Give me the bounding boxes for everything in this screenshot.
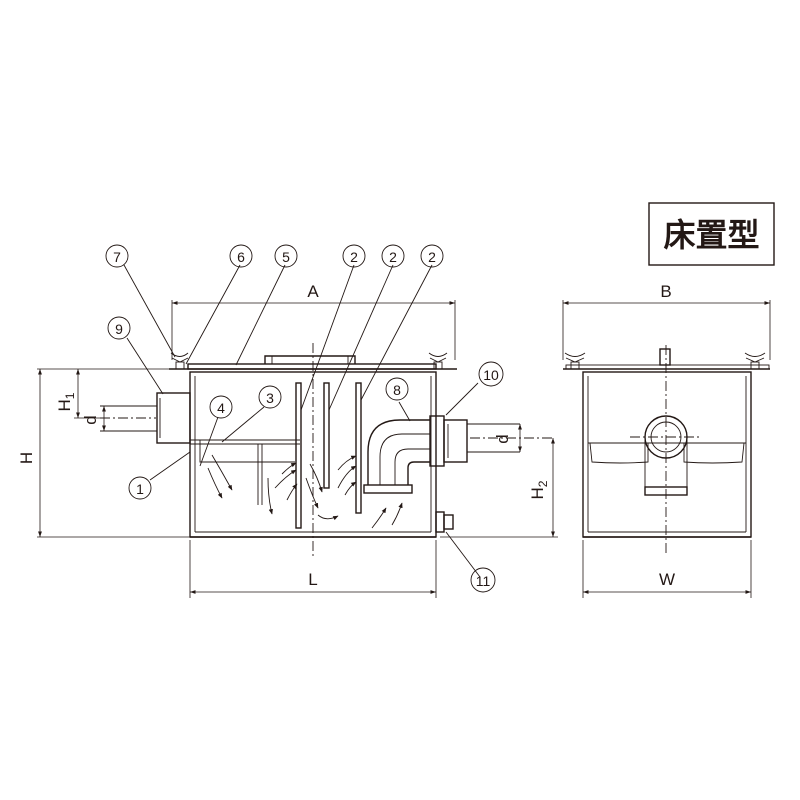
outlet-elbow [363, 415, 520, 494]
callout-2-a: 2 [342, 244, 366, 268]
callout-10: 10 [478, 361, 504, 387]
svg-text:8: 8 [393, 382, 401, 398]
svg-text:11: 11 [476, 573, 491, 589]
dim-d-left-label: d [81, 415, 100, 424]
side-view: A H H1 d d H2 L [17, 264, 558, 598]
end-view: B W [562, 282, 771, 598]
callout-2-c: 2 [420, 244, 444, 268]
callout-6: 6 [229, 244, 253, 268]
dim-H-label: H [17, 452, 36, 464]
partition-2 [323, 382, 330, 489]
callout-3: 3 [258, 385, 282, 409]
svg-text:10: 10 [483, 367, 499, 383]
callout-9: 9 [107, 316, 131, 340]
title-label: 床置型 [663, 217, 759, 253]
dim-H2-label: H2 [528, 480, 550, 499]
svg-text:7: 7 [113, 249, 121, 265]
svg-text:5: 5 [282, 249, 290, 265]
callout-4: 4 [209, 395, 233, 419]
leader-lines [123, 264, 481, 578]
callout-2-b: 2 [381, 244, 405, 268]
lid-handle [264, 355, 356, 364]
dim-W-label: W [659, 570, 675, 589]
partition-3 [355, 382, 362, 514]
svg-text:4: 4 [217, 400, 225, 416]
drain-plug [435, 511, 454, 533]
svg-text:2: 2 [389, 249, 397, 265]
callout-8: 8 [385, 377, 409, 401]
dim-B-label: B [660, 282, 671, 301]
callouts: 7 6 5 2 2 2 9 4 [105, 244, 504, 593]
end-wing-bolt-left [564, 352, 586, 370]
flow-arrows [207, 454, 403, 529]
svg-text:2: 2 [350, 249, 358, 265]
dim-L-label: L [308, 570, 317, 589]
lid [187, 363, 437, 370]
end-tank-body [582, 371, 752, 538]
callout-11: 11 [470, 567, 496, 593]
end-wing-bolt-right [744, 352, 766, 370]
svg-text:3: 3 [266, 390, 274, 406]
callout-1: 1 [128, 476, 152, 500]
dim-A-label: A [307, 282, 319, 301]
callout-5: 5 [274, 244, 298, 268]
inlet-pipe [100, 392, 191, 444]
callout-7: 7 [105, 244, 129, 268]
wing-bolt-left [170, 352, 189, 370]
partition-1 [295, 382, 302, 529]
svg-text:6: 6 [237, 249, 245, 265]
dim-d-right-label: d [493, 434, 512, 443]
dim-H1-label: H1 [55, 392, 77, 411]
svg-text:2: 2 [428, 249, 436, 265]
title-box: 床置型 [648, 202, 775, 266]
svg-text:9: 9 [115, 321, 123, 337]
svg-text:1: 1 [136, 481, 144, 497]
wing-bolt-right [428, 352, 448, 370]
